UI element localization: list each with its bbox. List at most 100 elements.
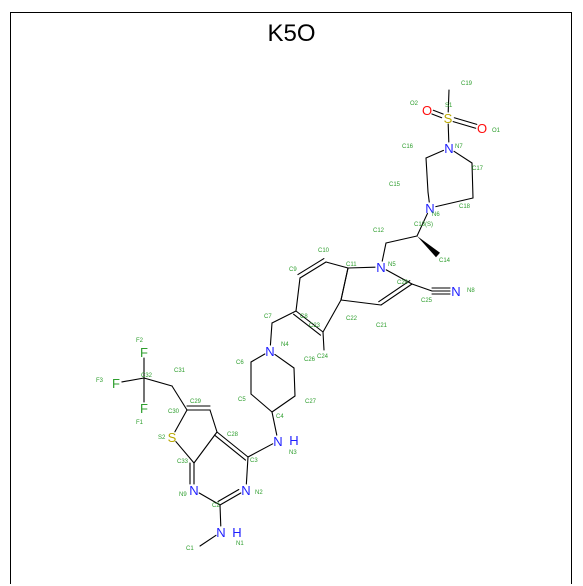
atom-label-c14: C14 <box>439 258 451 264</box>
atom-label-c27: C27 <box>305 399 317 405</box>
atom-label-c10: C10 <box>318 248 330 254</box>
atom-label-c26: C26 <box>304 357 316 363</box>
atom-n5: N <box>376 260 385 275</box>
atom-n7: N <box>444 141 453 156</box>
bond-C23-C24 <box>322 331 325 351</box>
bond-C32-F3 <box>121 377 145 383</box>
atom-nh3: N <box>273 434 282 449</box>
bond-N4-C26 <box>274 353 295 369</box>
bond-C30-S2 <box>174 409 188 433</box>
atom-label-f3: F3 <box>96 378 104 384</box>
atom-n6: N <box>425 201 434 216</box>
atom-label-c1: C1 <box>186 546 194 552</box>
atom-label-c15: C15 <box>389 182 401 188</box>
atom-n1: N <box>216 525 225 540</box>
bond-C10-C9 <box>299 261 327 279</box>
bond-N4-C6 <box>250 353 266 363</box>
bond-C20-C21 <box>380 283 413 306</box>
atom-label-c8: C8 <box>300 314 308 320</box>
atom-label-c21: C21 <box>376 323 388 329</box>
bond-C13-C14-wedge <box>417 236 441 258</box>
atom-label-c12: C12 <box>373 228 385 234</box>
diagram-frame <box>10 12 572 584</box>
atom-o1: O <box>477 121 487 136</box>
atom-label-c30: C30 <box>168 409 180 415</box>
atom-label-c29: C29 <box>190 399 202 405</box>
atom-label-n9: N9 <box>179 492 187 498</box>
bond-C11-C10 <box>325 261 349 269</box>
bond-C20-C21-b <box>378 280 411 303</box>
atom-f1: F <box>140 401 148 416</box>
atom-s1: S <box>444 111 453 126</box>
bond-C28-C29 <box>209 409 218 433</box>
atom-o2: O <box>422 103 432 118</box>
bond-C33-C28 <box>193 431 218 464</box>
atom-label-c18: C18 <box>459 204 471 210</box>
bond-C2-N2 <box>219 492 242 506</box>
atom-h3: H <box>289 433 298 448</box>
atom-label-c9: C9 <box>289 267 297 273</box>
bond-C27-C4 <box>271 395 296 413</box>
bond-C2-N1 <box>219 504 222 527</box>
bond-C4-NH3 <box>271 411 278 436</box>
atom-label-c5: C5 <box>238 397 246 403</box>
bond-C2-N2-b <box>217 488 240 503</box>
bond-C31-C32 <box>143 377 173 387</box>
bond-C17-C18 <box>471 162 474 199</box>
bond-N7-C17 <box>453 150 473 164</box>
bond-N9-C2 <box>198 492 221 506</box>
bond-N1-C1 <box>199 534 217 547</box>
atom-label-c17: C17 <box>472 166 484 172</box>
atom-label-n5: N5 <box>388 262 396 268</box>
atom-label-c6: C6 <box>236 360 244 366</box>
bond-C10-C9-b <box>297 258 325 276</box>
atom-label-c16: C16 <box>402 144 414 150</box>
atom-label-o1: O1 <box>492 128 501 134</box>
bond-layer <box>121 89 478 547</box>
bond-NH3-C3 <box>247 443 274 458</box>
atom-n4: N <box>265 344 274 359</box>
atom-label-c22: C22 <box>346 316 358 322</box>
atom-label-n3: N3 <box>289 450 297 456</box>
atom-label-c28: C28 <box>227 432 239 438</box>
bond-S1-O2-b <box>431 113 443 119</box>
atom-label-c3: C3 <box>250 458 258 464</box>
bond-C23-C22 <box>322 299 342 333</box>
atom-label-n4: N4 <box>281 342 289 348</box>
molecule-title: K5O <box>267 20 316 47</box>
atom-label-c19: C19 <box>461 81 473 87</box>
atom-f3: F <box>112 376 120 391</box>
bond-N7-C16 <box>425 149 445 159</box>
bond-S1-O2 <box>432 109 444 115</box>
bond-C8-C23 <box>295 310 324 333</box>
bond-N2-C3 <box>245 456 249 485</box>
atom-label-n2: N2 <box>255 490 263 496</box>
atom-label-n8: N8 <box>467 288 475 294</box>
bond-C26-C27 <box>293 367 296 397</box>
bond-C3-C28 <box>216 431 249 458</box>
bond-C5-C4 <box>250 393 273 413</box>
bond-C30-C31 <box>171 385 188 411</box>
bond-N5-C11 <box>347 266 376 269</box>
bond-N6-C13 <box>416 212 429 237</box>
bond-C8-C7 <box>271 310 297 324</box>
bond-S2-C33 <box>175 441 195 464</box>
atom-label-c23: C23 <box>309 323 321 329</box>
bond-S1-N7 <box>447 123 450 143</box>
atom-label-s1: S1 <box>445 103 453 109</box>
atom-label-n6: N6 <box>432 212 440 218</box>
bond-S1-O1 <box>452 121 477 129</box>
atom-label-c11: C11 <box>346 262 357 268</box>
atom-label-f2: F2 <box>136 338 144 344</box>
bond-C15-N6 <box>427 191 430 203</box>
atom-label-c24: C24 <box>317 354 329 360</box>
bond-C3-C28-b <box>213 434 247 461</box>
bond-C12-N5 <box>381 242 387 262</box>
bond-C13-C12 <box>385 235 418 244</box>
atom-label-n1: N1 <box>236 541 244 547</box>
atom-label-c13: C13(S) <box>414 222 433 228</box>
atom-n9: N <box>189 483 198 498</box>
